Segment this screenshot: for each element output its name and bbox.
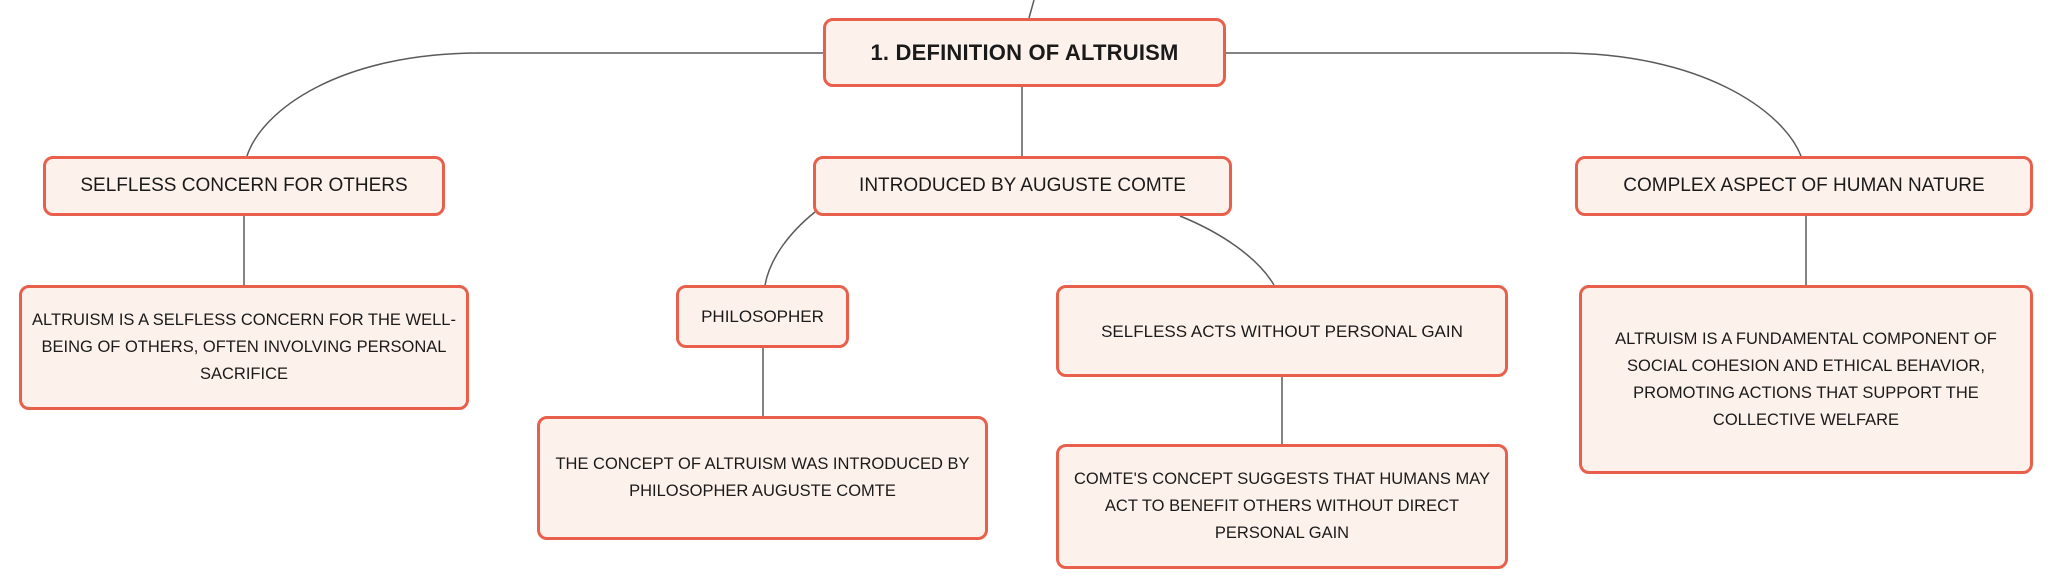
sub-node-selfless-acts[interactable]: SELFLESS ACTS WITHOUT PERSONAL GAIN: [1056, 285, 1508, 377]
connector-comte-to-philosopher: [764, 211, 816, 286]
connector-parent-to-root: [1028, 0, 1035, 19]
branch-node-label: SELFLESS CONCERN FOR OTHERS: [80, 175, 408, 196]
leaf-node-selfless-acts-description[interactable]: COMTE'S CONCEPT SUGGESTS THAT HUMANS MAY…: [1056, 444, 1508, 569]
root-node-label: 1. DEFINITION OF ALTRUISM: [870, 39, 1179, 65]
sub-node-label: PHILOSOPHER: [701, 307, 824, 326]
branch-node-auguste-comte[interactable]: INTRODUCED BY AUGUSTE COMTE: [813, 156, 1232, 216]
branch-node-label: COMPLEX ASPECT OF HUMAN NATURE: [1623, 175, 1985, 196]
branch-node-label: INTRODUCED BY AUGUSTE COMTE: [859, 175, 1186, 196]
branch-node-human-nature[interactable]: COMPLEX ASPECT OF HUMAN NATURE: [1575, 156, 2033, 216]
root-node[interactable]: 1. DEFINITION OF ALTRUISM: [823, 18, 1226, 87]
sub-node-label: SELFLESS ACTS WITHOUT PERSONAL GAIN: [1101, 321, 1463, 341]
connector-comte-to-acts: [1179, 215, 1275, 286]
connector-root-to-complex: [1226, 52, 1802, 157]
leaf-node-text: THE CONCEPT OF ALTRUISM WAS INTRODUCED B…: [555, 455, 970, 500]
sub-node-philosopher[interactable]: PHILOSOPHER: [676, 285, 849, 348]
branch-node-selfless-concern[interactable]: SELFLESS CONCERN FOR OTHERS: [43, 156, 445, 216]
leaf-node-text: COMTE'S CONCEPT SUGGESTS THAT HUMANS MAY…: [1073, 470, 1490, 542]
connector-root-to-selfless: [246, 52, 823, 157]
leaf-node-human-nature-description[interactable]: ALTRUISM IS A FUNDAMENTAL COMPONENT OF S…: [1579, 285, 2033, 474]
leaf-node-philosopher-description[interactable]: THE CONCEPT OF ALTRUISM WAS INTRODUCED B…: [537, 416, 988, 540]
leaf-node-selfless-description[interactable]: ALTRUISM IS A SELFLESS CONCERN FOR THE W…: [19, 285, 469, 410]
leaf-node-text: ALTRUISM IS A FUNDAMENTAL COMPONENT OF S…: [1615, 329, 1997, 429]
leaf-node-text: ALTRUISM IS A SELFLESS CONCERN FOR THE W…: [32, 311, 456, 383]
